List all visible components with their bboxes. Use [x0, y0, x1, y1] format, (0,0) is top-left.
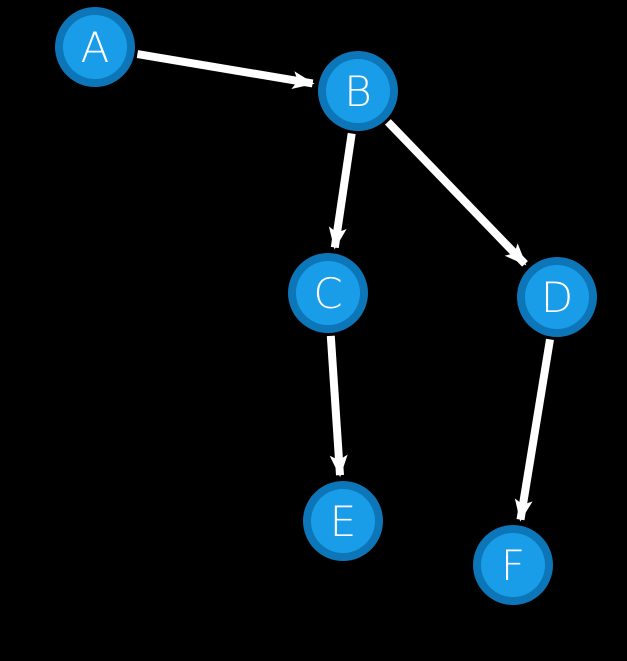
node-D[interactable]: D	[517, 257, 597, 337]
edge-B-C	[328, 132, 356, 250]
edge-C-E	[326, 335, 348, 478]
node-C-fill	[296, 261, 360, 325]
node-A-fill	[63, 15, 127, 79]
edge-A-B	[136, 50, 315, 89]
node-F[interactable]: F	[473, 525, 553, 605]
edge-B-D	[385, 119, 528, 267]
node-E-fill	[311, 489, 375, 553]
node-B[interactable]: B	[318, 51, 398, 131]
node-C[interactable]: C	[288, 253, 368, 333]
node-B-fill	[326, 59, 390, 123]
node-A[interactable]: A	[55, 7, 135, 87]
edge-D-F	[514, 338, 554, 522]
node-D-fill	[525, 265, 589, 329]
node-F-fill	[481, 533, 545, 597]
node-E[interactable]: E	[303, 481, 383, 561]
